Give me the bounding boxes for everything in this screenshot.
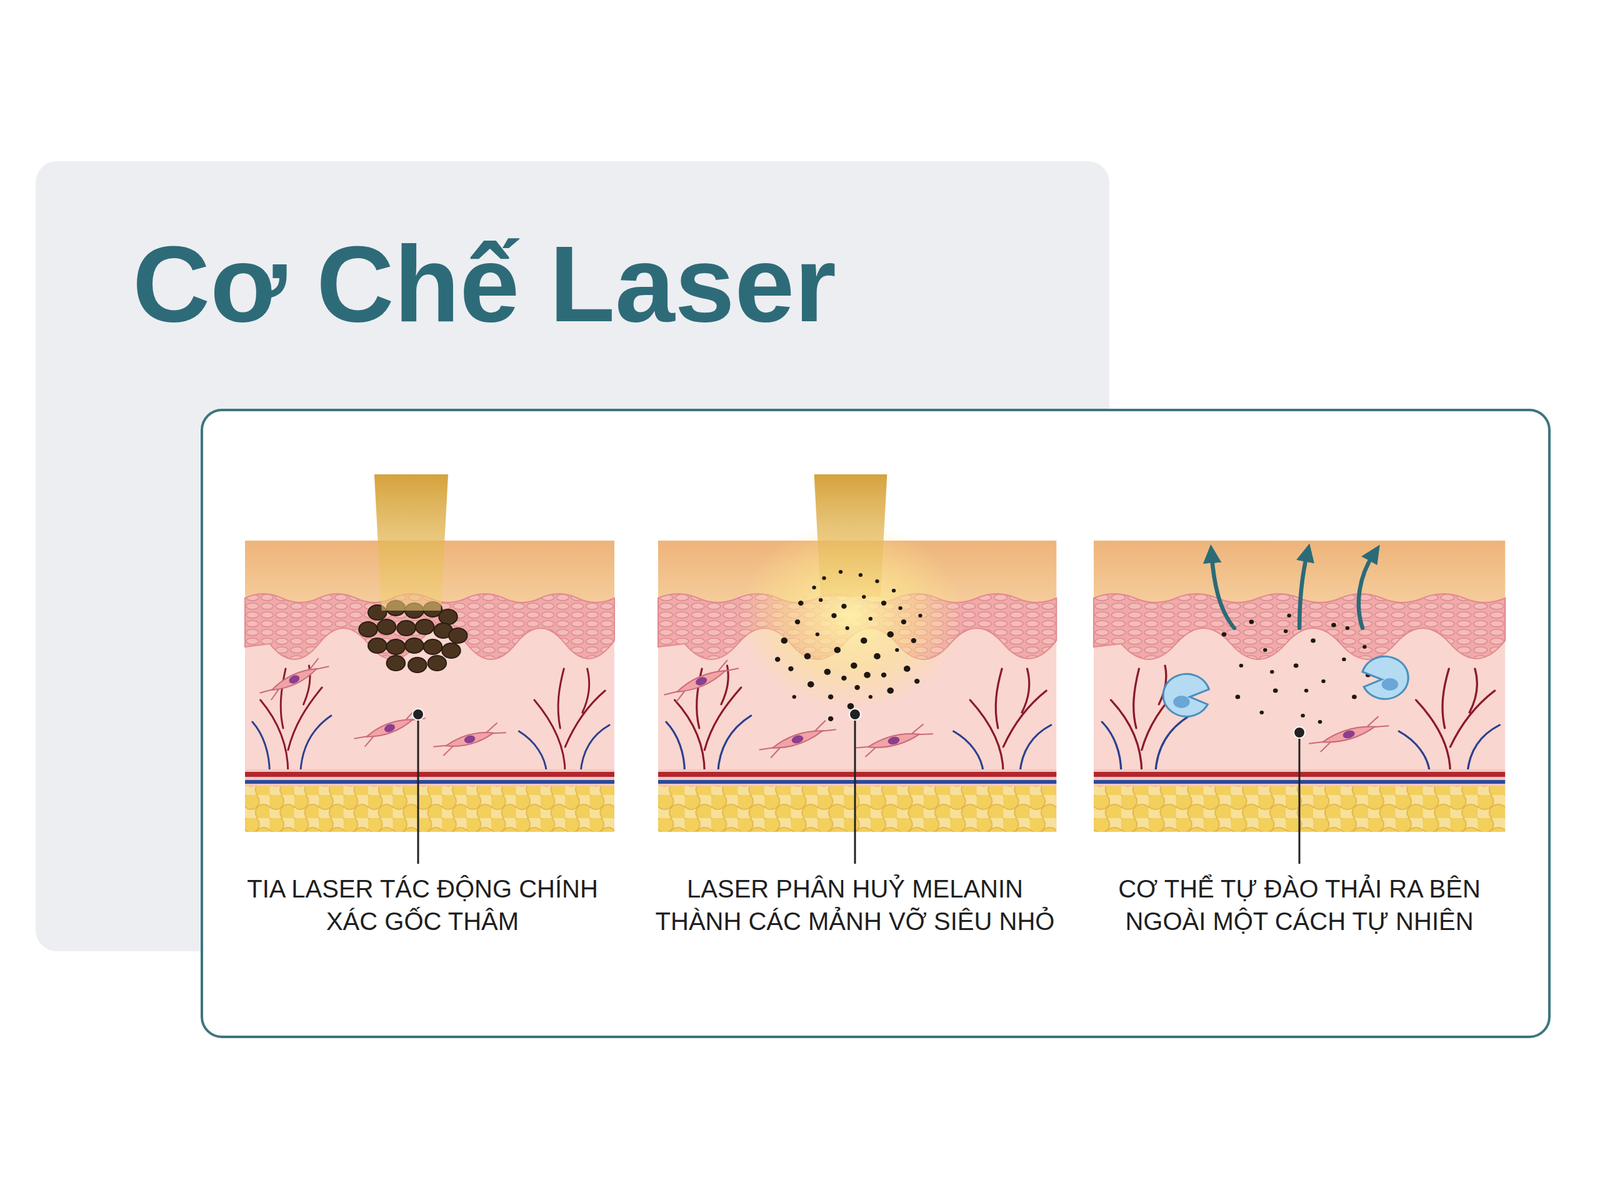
leader-lines: [418, 714, 1300, 864]
leader-dots: [412, 708, 1305, 739]
elimination-arrows: [1211, 554, 1374, 629]
laser-beam: [374, 474, 449, 611]
skin-panel-fragment: [658, 474, 1057, 832]
step-caption: TIA LASER TÁC ĐỘNG CHÍNH XÁC GỐC THÂM: [222, 872, 623, 938]
step-caption: CƠ THỂ TỰ ĐÀO THẢI RA BÊN NGOÀI MỘT CÁCH…: [1099, 872, 1500, 938]
macrophage: [1163, 673, 1209, 717]
macrophage: [1362, 656, 1409, 699]
melanin-fragments: [775, 570, 923, 722]
step-caption: LASER PHÂN HUỶ MELANIN THÀNH CÁC MẢNH VỠ…: [648, 872, 1062, 938]
skin-panel-laser: [245, 474, 615, 832]
diagram-panel: [201, 410, 1550, 1037]
melanin-fragments: [1221, 613, 1371, 724]
laser-beam: [814, 474, 888, 597]
melanin-cluster: [358, 600, 467, 673]
diagram-title: Cơ Chế Laser: [132, 230, 837, 338]
